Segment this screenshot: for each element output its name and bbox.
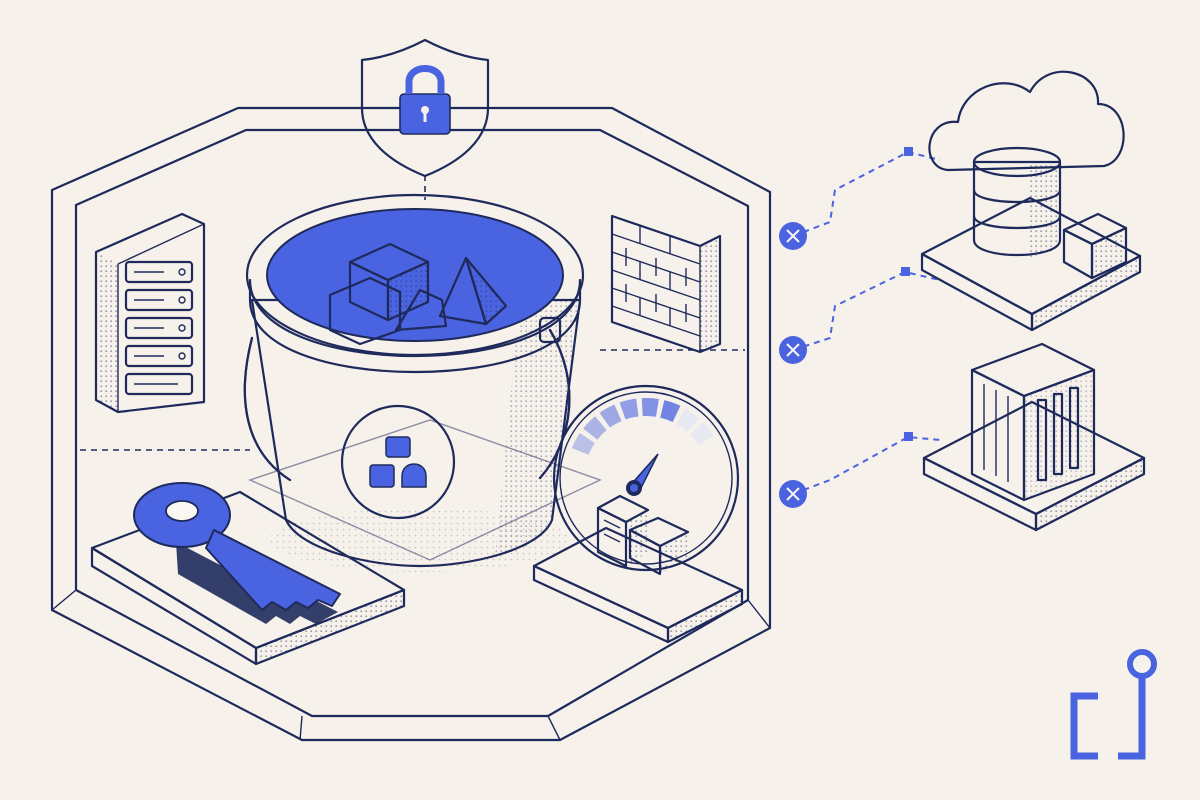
gauge-segment xyxy=(660,400,681,423)
gauge-segment xyxy=(583,416,607,440)
storage-bucket-icon xyxy=(243,193,585,572)
blocked-connection-3 xyxy=(779,480,807,508)
cloud-database-icon xyxy=(920,70,1142,332)
datacenter-building-icon xyxy=(922,342,1146,532)
gauge-segment xyxy=(619,398,639,420)
gauge-segment xyxy=(599,404,622,428)
blocked-connection-2 xyxy=(779,336,807,364)
server-rack-icon xyxy=(94,212,206,414)
firewall-icon xyxy=(610,214,722,354)
object-storage-emblem xyxy=(340,404,456,520)
gauge-segment xyxy=(571,432,595,455)
enclosure-frame xyxy=(50,106,772,742)
connection-lines xyxy=(792,147,941,495)
server-units xyxy=(124,260,194,396)
gauge-segment xyxy=(690,422,714,446)
blocked-connection-1 xyxy=(779,222,807,250)
gauge-segment xyxy=(641,398,659,417)
bucket-contents xyxy=(328,242,508,346)
brand-logo-icon xyxy=(1070,649,1157,760)
gauge-segment xyxy=(676,408,700,432)
gauge-icon xyxy=(532,384,744,644)
key-icon xyxy=(90,482,406,666)
gauge-level-arc xyxy=(571,398,714,455)
shield-lock-icon xyxy=(360,38,490,178)
